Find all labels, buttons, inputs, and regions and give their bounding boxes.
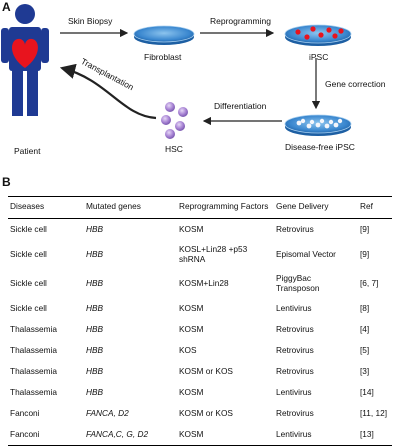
cell-disease: Sickle cell [10,248,47,259]
differentiation-label: Differentiation [214,101,267,111]
table-row: Thalassemia HBB KOSM or KOS Retrovirus [… [8,361,392,382]
cell-ref: [11, 12] [360,407,388,418]
table-row: Fanconi FANCA, D2 KOSM or KOS Retrovirus… [8,403,392,424]
cell-factors: KOS [179,344,197,355]
cell-factors: KOSM [179,323,204,334]
cell-ref: [4] [360,323,370,334]
header-reprogramming-factors: Reprogramming Factors [177,196,274,219]
table-row: Sickle cell HBB KOSM Retrovirus [9] [8,218,392,240]
cell-factors: KOSM or KOS [179,365,233,376]
cell-delivery: Retrovirus [276,223,314,234]
cell-gene: HBB [86,223,104,234]
cell-delivery: Lentivirus [276,302,312,313]
table-row: Fanconi FANCA,C, G, D2 KOSM Lentivirus [… [8,423,392,446]
disease-free-ipsc-label: Disease-free iPSC [285,142,355,152]
cell-factors: KOSM+Lin28 [179,277,229,288]
cell-factors: KOSM or KOS [179,407,233,418]
cell-delivery: PiggyBac Transposon [276,272,320,294]
table-row: Sickle cell HBB KOSM+Lin28 PiggyBac Tran… [8,269,392,298]
cell-disease: Sickle cell [10,302,47,313]
cell-factors: KOSM [179,302,204,313]
cell-disease: Thalassemia [10,323,58,334]
cell-gene: FANCA, D2 [86,407,129,418]
cell-gene: HBB [86,344,104,355]
cell-factors: KOSL+Lin28 +p53 shRNA [179,243,248,265]
cell-disease: Thalassemia [10,365,58,376]
cell-ref: [5] [360,344,370,355]
table-row: Thalassemia HBB KOSM Retrovirus [4] [8,319,392,340]
patient-label: Patient [14,146,41,156]
table-row: Thalassemia HBB KOSM Lentivirus [14] [8,382,392,403]
gene-correction-label: Gene correction [325,79,386,89]
table-header-row: Diseases Mutated genes Reprogramming Fac… [8,196,392,219]
cell-gene: HBB [86,365,104,376]
header-diseases: Diseases [8,196,84,219]
cell-delivery: Lentivirus [276,386,312,397]
cell-factors: KOSM [177,423,274,446]
cell-gene: HBB [86,386,104,397]
cell-gene: HBB [86,248,104,259]
panel-b-label: B [2,175,11,189]
cell-ref: [6, 7] [360,277,379,288]
cell-ref: [14] [360,386,374,397]
cell-disease: Sickle cell [10,277,47,288]
cell-delivery: Retrovirus [276,344,314,355]
cell-delivery: Retrovirus [276,365,314,376]
table-row: Sickle cell HBB KOSL+Lin28 +p53 shRNA Ep… [8,240,392,269]
cell-delivery: Lentivirus [274,423,358,446]
cell-gene: HBB [86,302,104,313]
hsc-cluster [161,102,188,139]
heart-icon [12,38,38,68]
cell-ref: [3] [360,365,370,376]
disease-free-ipsc-dish [284,114,352,136]
gene-therapy-table: Diseases Mutated genes Reprogramming Fac… [8,196,392,446]
table-row: Thalassemia HBB KOS Retrovirus [5] [8,340,392,361]
fibroblast-dish [133,25,195,45]
cell-factors: KOSM [179,386,204,397]
header-gene-delivery: Gene Delivery [274,196,358,219]
header-ref: Ref [358,196,392,219]
cell-factors: KOSM [179,223,204,234]
cell-delivery: Retrovirus [276,323,314,334]
cell-gene: HBB [86,277,104,288]
cell-disease: Sickle cell [10,223,47,234]
cell-delivery: Episomal Vector [276,248,336,259]
fibroblast-label: Fibroblast [144,52,182,62]
header-mutated-genes: Mutated genes [84,196,177,219]
cell-ref: [9] [360,248,370,259]
cell-gene: HBB [86,323,104,334]
cell-delivery: Retrovirus [276,407,314,418]
panel-a-label: A [2,0,11,14]
cell-disease: Thalassemia [10,386,58,397]
cell-gene: FANCA,C, G, D2 [84,423,177,446]
cell-ref: [8] [360,302,370,313]
cell-disease: Fanconi [8,423,84,446]
skin-biopsy-label: Skin Biopsy [68,16,113,26]
cell-ref: [13] [358,423,392,446]
cell-ref: [9] [360,223,370,234]
ipsc-label: iPSC [309,52,329,62]
cell-disease: Thalassemia [10,344,58,355]
cell-disease: Fanconi [10,407,40,418]
ipsc-dish [284,24,352,46]
table-row: Sickle cell HBB KOSM Lentivirus [8] [8,298,392,319]
hsc-label: HSC [165,144,183,154]
panel-a-diagram [1,4,352,139]
reprogramming-label: Reprogramming [210,16,271,26]
